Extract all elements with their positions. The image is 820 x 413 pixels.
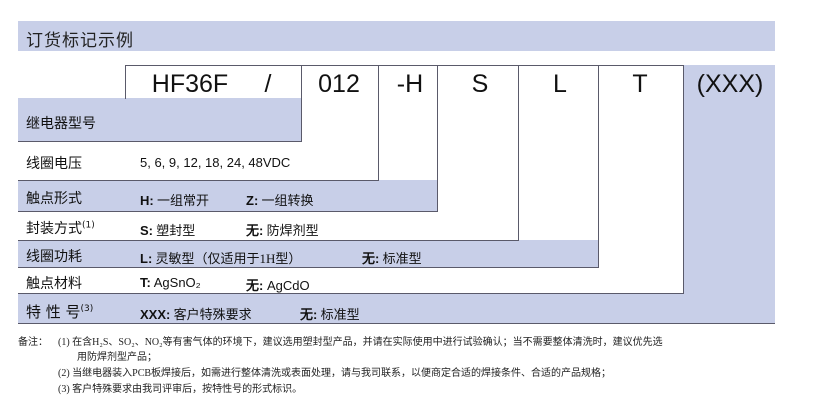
- row-label-enclosure: 封装方式(1): [26, 218, 95, 238]
- code-contact-material: T: [632, 70, 648, 98]
- enclosure-option-1: S: 塑封型: [140, 220, 195, 239]
- option-text: 灵敏型（仅适用于1H型）: [155, 251, 302, 266]
- row-label-coil-power: 线圈功耗: [26, 249, 82, 265]
- note-1-continued: 用防焊剂型产品；: [77, 352, 157, 363]
- option-text: AgCdO: [266, 278, 310, 293]
- special-code-block: [18, 293, 775, 323]
- code-contact-form: -H: [396, 70, 424, 98]
- option-key: 无:: [362, 251, 380, 266]
- label-text: 特 性 号: [26, 303, 81, 321]
- coil-voltage-values: 5, 6, 9, 12, 18, 24, 48VDC: [140, 155, 291, 170]
- option-text: 一组常开: [156, 193, 209, 208]
- contact-form-option-2: Z: 一组转换: [246, 190, 314, 209]
- contact-form-option-1: H: 一组常开: [140, 190, 209, 209]
- enclosure-option-2: 无: 防焊剂型: [246, 220, 319, 239]
- note-2: (2) 当继电器装入PCB板焊接后，如需进行整体清洗或表面处理，请与我司联系，以…: [58, 368, 612, 379]
- divider: [18, 211, 438, 212]
- label-text: 封装方式: [26, 221, 82, 237]
- coil-power-option-1: L: 灵敏型（仅适用于1H型）: [140, 248, 301, 267]
- divider: [683, 65, 684, 293]
- option-key: 无:: [246, 278, 264, 293]
- divider: [18, 240, 519, 241]
- section-header-bar: [18, 21, 775, 51]
- divider: [18, 293, 684, 294]
- row-label-contact-material: 触点材料: [26, 276, 82, 292]
- coil-power-option-2: 无: 标准型: [362, 248, 422, 267]
- option-key: Z:: [246, 193, 259, 208]
- option-text: 标准型: [320, 307, 360, 322]
- option-key: 无:: [300, 307, 318, 322]
- option-text: 客户特殊要求: [173, 307, 252, 322]
- row-label-coil-voltage: 线圈电压: [26, 156, 82, 172]
- special-code-option-2: 无: 标准型: [300, 304, 360, 323]
- code-slash: /: [264, 70, 272, 98]
- divider: [301, 65, 302, 141]
- contact-material-option-2: 无: AgCdO: [246, 275, 310, 294]
- option-text: 标准型: [382, 251, 422, 266]
- notes-prefix: 备注：: [18, 337, 48, 348]
- row-label-model: 继电器型号: [26, 116, 96, 132]
- code-top-line: [125, 65, 683, 66]
- row-label-special-code: 特 性 号(3): [26, 301, 93, 322]
- divider: [18, 180, 379, 181]
- footnote-mark: (1): [82, 220, 95, 231]
- option-key: H:: [140, 193, 154, 208]
- option-text: 一组转换: [261, 193, 314, 208]
- note-3: (3) 客户特殊要求由我司评审后，按特性号的形式标识。: [58, 384, 303, 395]
- model-block: [18, 98, 301, 141]
- option-text: 塑封型: [156, 223, 196, 238]
- coil-power-block: [18, 240, 598, 267]
- divider: [598, 65, 599, 267]
- contact-material-option-1: T: AgSnO₂: [140, 275, 201, 290]
- option-text: 防焊剂型: [266, 223, 319, 238]
- option-key: T:: [140, 275, 151, 290]
- code-coil-power: L: [553, 70, 567, 98]
- divider: [437, 65, 438, 211]
- special-code-option-1: XXX: 客户特殊要求: [140, 304, 252, 323]
- divider: [518, 65, 519, 240]
- divider: [18, 141, 302, 142]
- note-1: (1) 在含H₂S、SO₂、NO₂等有害气体的环境下，建议选用塑封型产品，并请在…: [58, 337, 663, 348]
- xxx-column-block: [683, 65, 775, 323]
- row-label-contact-form: 触点形式: [26, 191, 82, 207]
- section-title: 订货标记示例: [26, 31, 134, 51]
- divider: [18, 267, 599, 268]
- code-coil-voltage: 012: [318, 70, 360, 98]
- option-key: 无:: [246, 223, 264, 238]
- option-key: L:: [140, 251, 153, 266]
- divider: [378, 65, 379, 180]
- option-key: S:: [140, 223, 153, 238]
- divider: [18, 323, 775, 324]
- footnote-mark: (3): [80, 304, 94, 314]
- code-special: (XXX): [696, 70, 764, 98]
- divider: [125, 65, 126, 99]
- contact-form-block: [18, 180, 437, 211]
- code-enclosure: S: [471, 70, 489, 98]
- code-series: HF36F: [151, 70, 229, 98]
- option-text: AgSnO₂: [153, 275, 201, 290]
- option-key: XXX:: [140, 307, 171, 322]
